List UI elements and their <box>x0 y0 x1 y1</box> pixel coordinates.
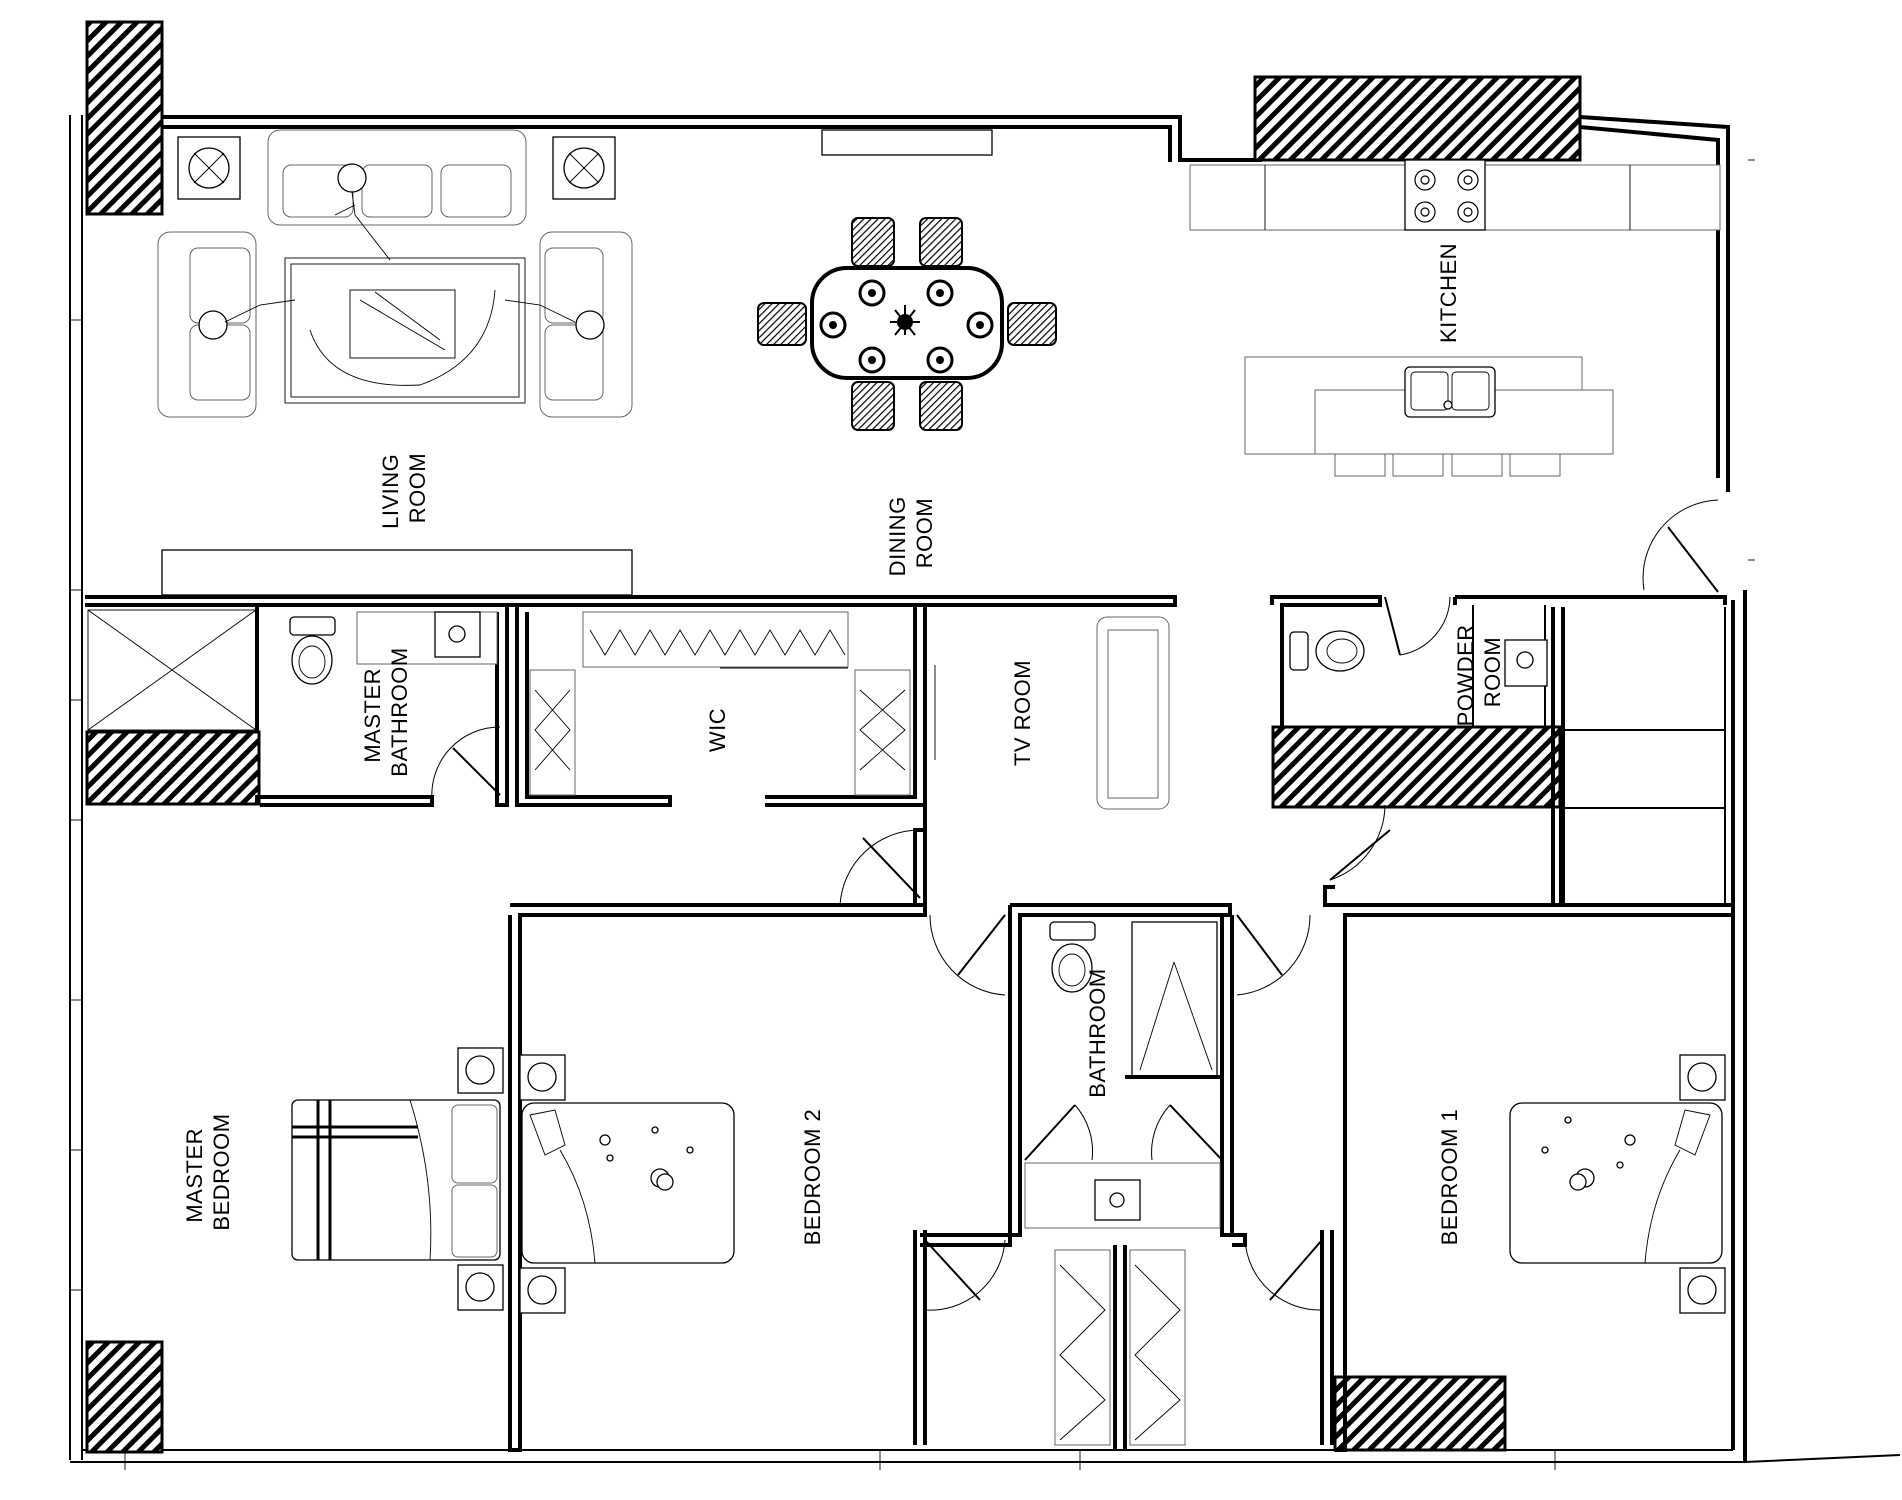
dining-chair <box>919 381 963 431</box>
toilet <box>1289 631 1309 671</box>
master-bath-fixtures <box>87 609 498 731</box>
exterior-walls <box>69 115 1901 1470</box>
label-tv-room: TV ROOM <box>1010 660 1035 766</box>
doors <box>431 499 1719 1445</box>
dining-chair <box>851 381 895 431</box>
bedroom-2-fixtures <box>519 1054 735 1314</box>
bed <box>291 1099 501 1261</box>
shower <box>87 609 257 731</box>
column <box>1253 75 1582 162</box>
label-dining-room: DINING ROOM <box>885 490 937 577</box>
label-bedroom-2: BEDROOM 2 <box>800 1109 825 1246</box>
column <box>1271 725 1562 809</box>
label-powder-room: POWDER ROOM <box>1453 618 1505 727</box>
label-living-room: LIVING ROOM <box>378 447 430 529</box>
sink <box>1404 366 1496 418</box>
powder-room-fixtures <box>1289 630 1548 687</box>
label-bedroom-1: BEDROOM 1 <box>1437 1109 1462 1246</box>
bed <box>521 1102 735 1264</box>
dining-chair <box>851 217 895 267</box>
column <box>1333 1375 1507 1452</box>
dining-chair <box>919 217 963 267</box>
coffee-table <box>349 289 456 359</box>
toilet <box>1049 921 1096 941</box>
label-kitchen: KITCHEN <box>1436 243 1461 343</box>
structural-columns <box>85 20 1582 1454</box>
column <box>85 730 261 806</box>
wic-fixtures <box>529 611 911 796</box>
master-bedroom-fixtures <box>291 1047 504 1311</box>
dining-set <box>757 217 1057 431</box>
label-master-bathroom: MASTER BATHROOM <box>360 647 412 776</box>
interior-walls <box>85 549 1735 1452</box>
label-bathroom: BATHROOM <box>1085 968 1110 1097</box>
rug <box>284 257 526 404</box>
bar-stool <box>1451 453 1503 477</box>
living-room-furniture <box>157 129 993 418</box>
bedroom-1-fixtures <box>1509 1054 1726 1314</box>
label-wic: WIC <box>705 708 730 752</box>
label-master-bedroom: MASTER BEDROOM <box>182 1113 234 1230</box>
dining-chair <box>757 302 807 346</box>
bathroom-fixtures <box>1024 921 1222 1229</box>
hall-wardrobes <box>1054 1249 1186 1446</box>
toilet <box>289 616 336 636</box>
dining-chair <box>1007 302 1057 346</box>
column <box>85 20 164 216</box>
bar-stool <box>1334 453 1386 477</box>
kitchen-fixtures <box>1189 159 1721 477</box>
tv-room-fixtures <box>934 616 1170 810</box>
bed <box>1509 1102 1723 1264</box>
bar-stool <box>1392 453 1444 477</box>
column <box>85 1340 164 1454</box>
bar-stool <box>1509 453 1561 477</box>
room-labels: LIVING ROOM DINING ROOM KITCHEN MASTER B… <box>182 243 1505 1245</box>
